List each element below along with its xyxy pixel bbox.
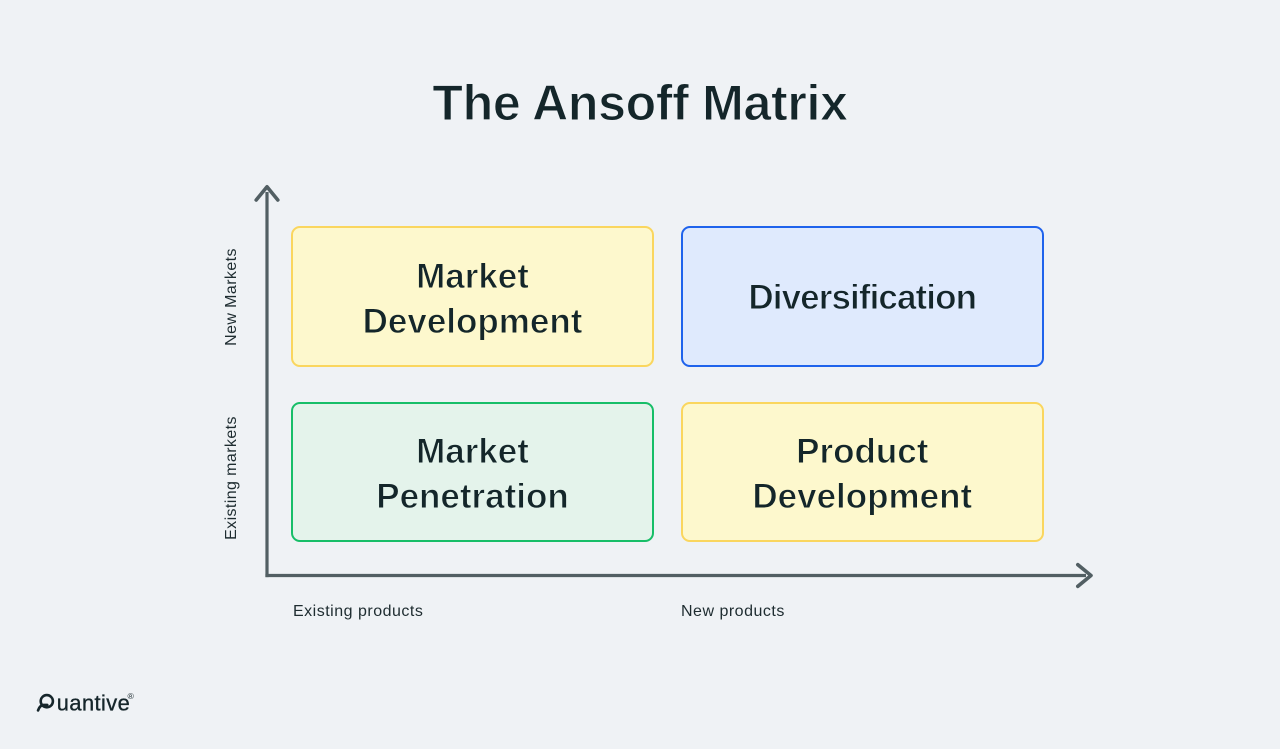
svg-text:uantive: uantive (57, 691, 130, 716)
svg-text:®: ® (128, 691, 135, 701)
